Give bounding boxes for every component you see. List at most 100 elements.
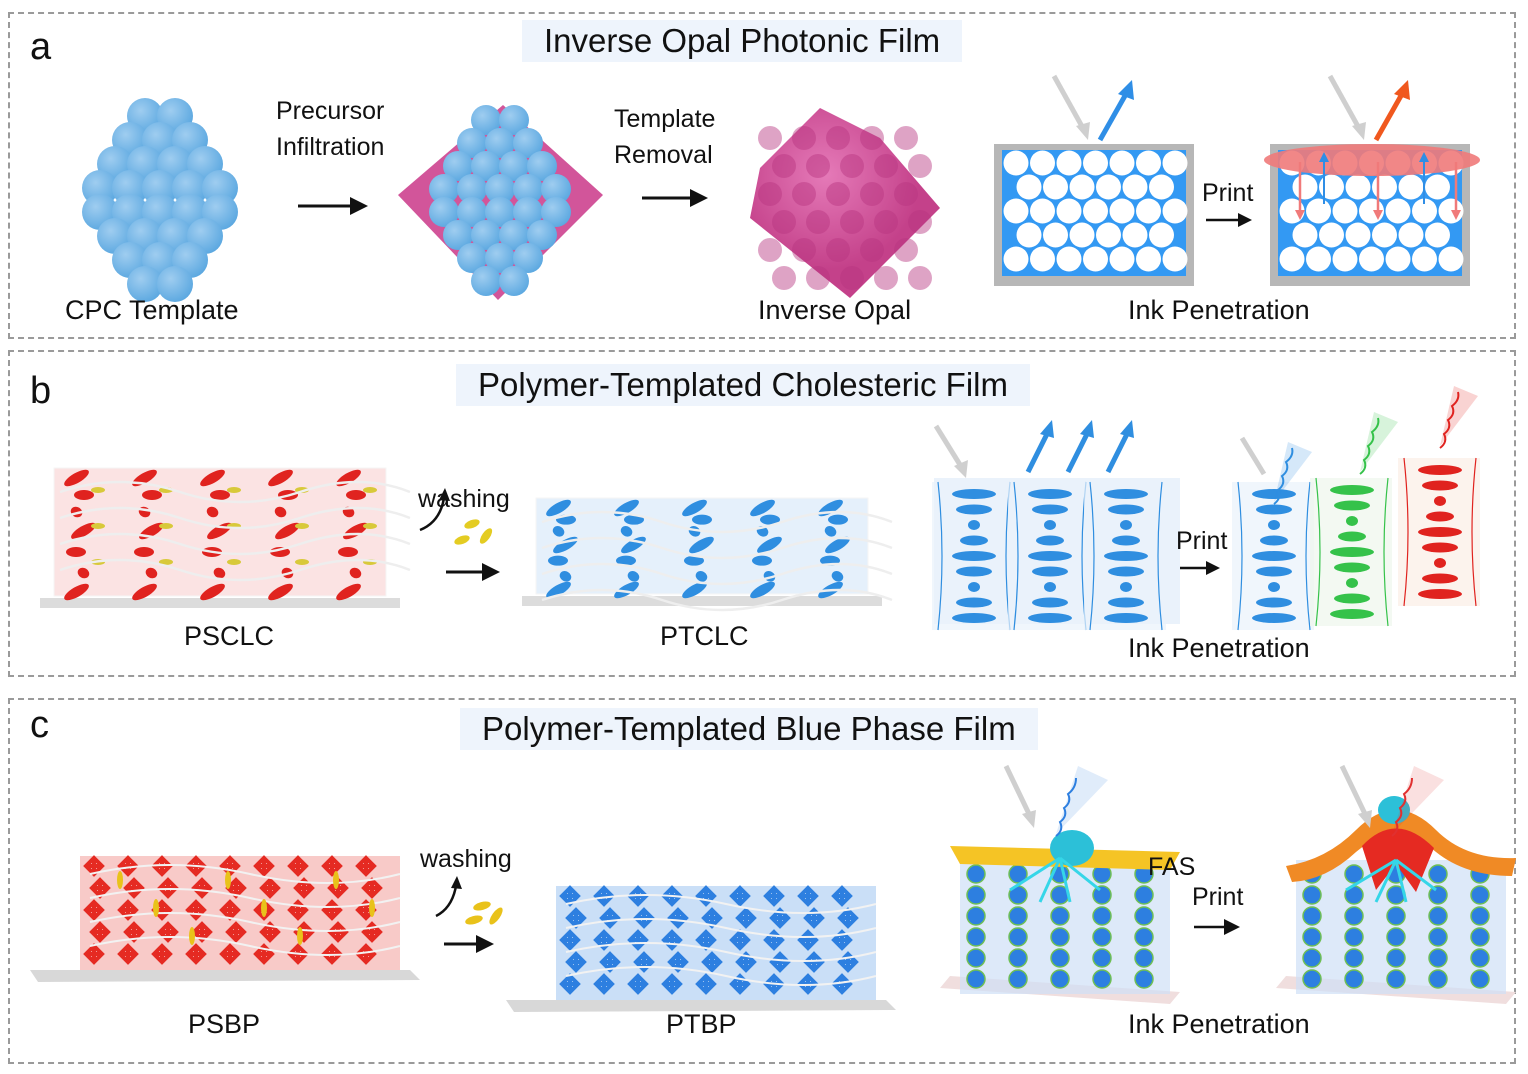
pore (908, 154, 932, 178)
bp-lattice-unit (599, 951, 621, 973)
print-label: Print (1202, 179, 1254, 207)
circular-polarized-light-icon (1359, 417, 1380, 475)
sphere (157, 266, 193, 302)
sphere (457, 174, 487, 204)
sphere (471, 266, 501, 296)
lc-molecule (74, 490, 94, 500)
bp-helix (1134, 906, 1154, 926)
pore (1398, 222, 1424, 248)
lc-molecule (64, 583, 89, 601)
bp-lattice-unit (667, 951, 689, 973)
bp-helix (1134, 969, 1154, 989)
bp-helix (1344, 948, 1364, 968)
dopant (225, 871, 231, 889)
lc-molecule (1036, 535, 1064, 546)
lc-molecule (548, 555, 568, 566)
bp-lattice-unit (593, 885, 615, 907)
sphere (513, 128, 543, 158)
sphere (429, 174, 459, 204)
pore (1056, 198, 1082, 224)
bp-helix (1470, 948, 1490, 968)
lc-molecule (1260, 535, 1288, 546)
dopant (153, 899, 159, 917)
pore (1083, 246, 1108, 272)
sphere (485, 197, 515, 227)
bp-lattice-unit (321, 855, 343, 877)
bp-lattice-unit (355, 855, 377, 877)
lc-molecule (824, 526, 837, 537)
bp-helix (1428, 885, 1448, 905)
lc-molecule (210, 490, 230, 500)
lc-molecule (1418, 465, 1462, 475)
bp-lattice-unit (225, 921, 247, 943)
sphere (457, 197, 487, 227)
lc-molecule (624, 514, 644, 525)
bp-lattice-unit (191, 877, 213, 899)
sphere (527, 151, 557, 181)
pore (894, 238, 918, 262)
lc-molecule (552, 526, 565, 537)
fas-layer (1286, 810, 1516, 882)
pore (1345, 222, 1371, 248)
bp-lattice-unit (327, 921, 349, 943)
pore (874, 210, 898, 234)
bp-helix (1386, 906, 1406, 926)
pore (860, 126, 884, 150)
pore (1122, 222, 1148, 248)
bp-lattice-unit (729, 973, 751, 995)
bp-lattice-unit (695, 973, 717, 995)
dopant (227, 487, 241, 493)
lc-molecule (1256, 566, 1292, 577)
pore (1332, 198, 1358, 224)
lc-molecule (1108, 566, 1144, 577)
pore (1292, 222, 1318, 248)
lc-molecule (1104, 551, 1148, 561)
pore (1083, 198, 1108, 224)
bp-lattice-unit (763, 885, 785, 907)
bp-helix (1386, 948, 1406, 968)
ink-layer (1264, 144, 1480, 176)
panel-a-inverse-opal: a Inverse Opal Photonic Film CPC Templat… (8, 12, 1516, 339)
lc-molecule (1252, 551, 1296, 561)
bp-lattice-unit (117, 855, 139, 877)
lc-molecule (1120, 582, 1132, 592)
pore (772, 154, 796, 178)
pore (1069, 222, 1095, 248)
ptbp-label: PTBP (666, 1009, 737, 1039)
lc-molecule (1422, 542, 1458, 553)
lc-molecule (1120, 520, 1132, 530)
bp-helix (1050, 969, 1070, 989)
sphere (513, 197, 543, 227)
sphere (429, 197, 459, 227)
lc-molecule (1330, 609, 1374, 619)
lc-molecule (620, 526, 633, 537)
bp-helix (966, 948, 986, 968)
bp-lattice-unit (831, 885, 853, 907)
lc-molecule (338, 547, 358, 557)
sphere (485, 243, 515, 273)
dopant (91, 523, 105, 529)
pore (1003, 150, 1029, 176)
pore (1149, 174, 1174, 200)
bp-lattice-unit (83, 899, 105, 921)
blue-phase-film-before-print (940, 764, 1180, 1004)
lc-molecule (752, 555, 772, 566)
bp-lattice-unit (293, 877, 315, 899)
lc-molecule (952, 613, 996, 623)
bp-lattice-unit (735, 907, 757, 929)
pore (840, 266, 864, 290)
sphere (499, 151, 529, 181)
cpc-template-illustration (82, 98, 238, 302)
lc-molecule (346, 490, 366, 500)
pore (874, 154, 898, 178)
pore (1083, 150, 1108, 176)
lc-molecule (1334, 593, 1370, 604)
lc-molecule (145, 567, 158, 579)
pore (1149, 222, 1174, 248)
lc-molecule (828, 514, 848, 525)
pore (1385, 246, 1411, 272)
bp-helix (966, 864, 986, 884)
pore (1425, 222, 1450, 248)
pore (1162, 246, 1188, 272)
dopant (159, 559, 173, 565)
